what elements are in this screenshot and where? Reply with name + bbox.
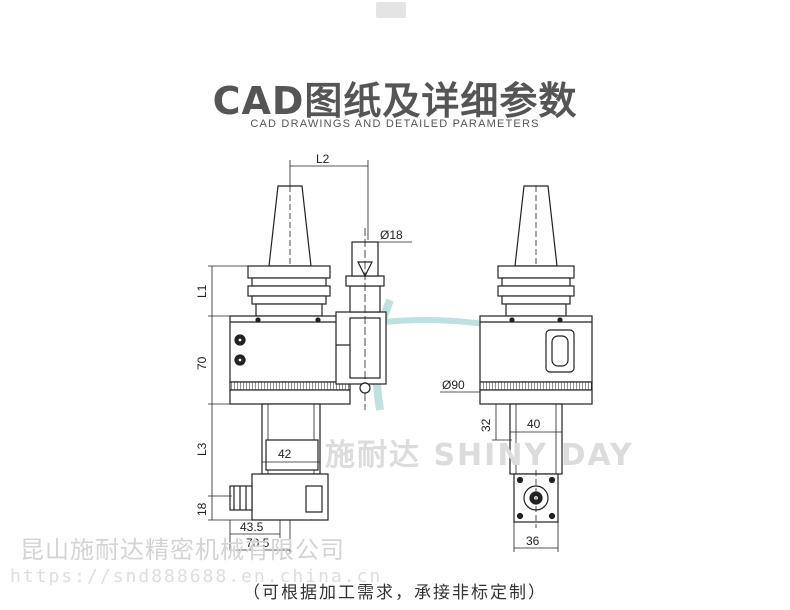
dim-18: 18 bbox=[195, 502, 209, 516]
dim-40: 40 bbox=[527, 417, 541, 431]
dim-70: 70 bbox=[195, 356, 209, 370]
dim-43-5: 43.5 bbox=[240, 520, 264, 534]
page-title: CAD图纸及详细参数 bbox=[212, 79, 578, 123]
top-logo bbox=[376, 2, 406, 18]
dim-32: 32 bbox=[479, 418, 493, 432]
custom-order-note: （可根据加工需求，承接非标定制） bbox=[243, 583, 547, 603]
left-body bbox=[229, 315, 351, 383]
left-knurl-band bbox=[229, 381, 351, 391]
watermark-url: https://snd888688.en.china.cn bbox=[10, 566, 383, 587]
dim-36: 36 bbox=[526, 534, 540, 548]
dim-L2: L2 bbox=[316, 152, 330, 166]
left-dimensions bbox=[208, 160, 412, 554]
left-view bbox=[229, 185, 387, 521]
right-knurl-band bbox=[479, 381, 593, 391]
right-view bbox=[479, 185, 593, 528]
left-dimension-labels: L2 Ø18 L1 70 L3 18 42 43.5 70.5 bbox=[195, 152, 403, 550]
dim-L3: L3 bbox=[195, 442, 209, 456]
right-body bbox=[479, 315, 593, 383]
right-dimension-labels: Ø90 32 40 36 bbox=[442, 378, 541, 548]
dim-d90: Ø90 bbox=[442, 378, 465, 392]
right-dimensions bbox=[440, 391, 562, 552]
dim-d18: Ø18 bbox=[380, 228, 403, 242]
watermark-brand: 施耐达 SHINY DAY bbox=[325, 438, 634, 473]
page-subtitle: CAD DRAWINGS AND DETAILED PARAMETERS bbox=[250, 118, 540, 130]
watermark-company: 昆山施耐达精密机械有限公司 bbox=[20, 536, 345, 564]
dim-70-5: 70.5 bbox=[246, 536, 270, 550]
dim-L1: L1 bbox=[195, 284, 209, 298]
dim-42: 42 bbox=[278, 447, 292, 461]
